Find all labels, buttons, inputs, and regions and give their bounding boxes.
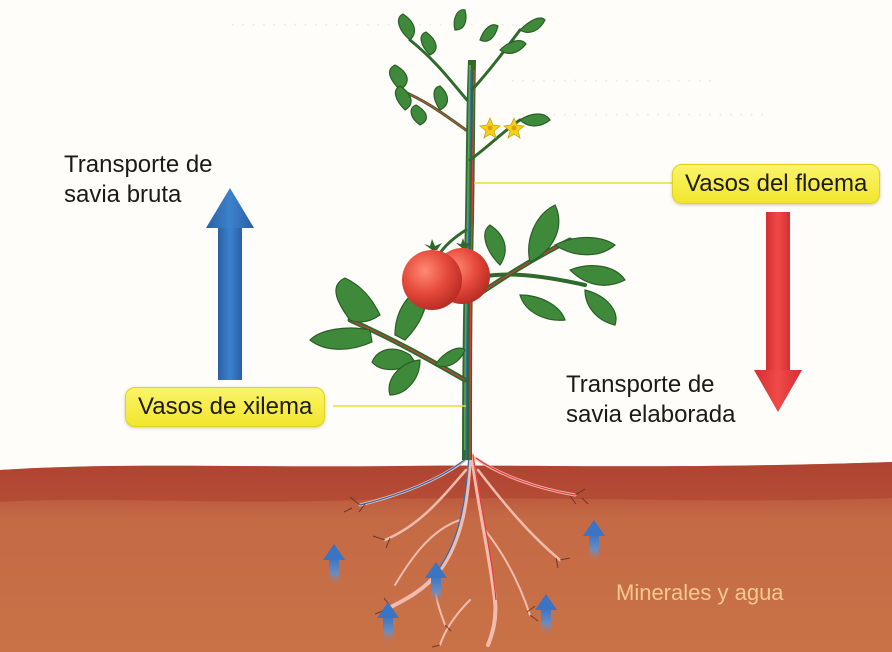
flower (503, 116, 525, 139)
phloem-label: Vasos del floema (672, 164, 881, 204)
elaborated-sap-label-line: savia elaborada (566, 401, 736, 428)
leaf (519, 113, 551, 127)
bleed-through-text: · · · · · · · · · · · · · · · · · · · · (510, 70, 713, 89)
leaf (388, 64, 408, 91)
raw-sap-label-line: savia bruta (64, 181, 182, 208)
soil-label: Minerales y agua (616, 580, 784, 605)
stem-highlight (464, 64, 471, 451)
raw-sap-label-line: Transporte de (64, 151, 213, 178)
tomato (402, 250, 462, 310)
leaf (410, 104, 427, 126)
leaf (499, 40, 527, 54)
leaf (479, 24, 499, 42)
xylem-label: Vasos de xilema (125, 387, 326, 427)
leaf (388, 359, 421, 396)
leaf (484, 224, 506, 266)
root-vessels (359, 454, 576, 601)
leaf (309, 327, 373, 350)
leaf (335, 277, 381, 323)
stem-phloem-line (469, 69, 475, 461)
leaf (397, 13, 416, 41)
leaves (309, 9, 626, 396)
leaf (453, 9, 467, 31)
up-arrow-icon (206, 188, 254, 380)
leaf (420, 31, 437, 56)
leaf (434, 347, 466, 368)
small-up-arrow-icon (377, 602, 399, 644)
topsoil-band (0, 462, 892, 502)
elaborated-sap-label-line: Transporte de (566, 371, 715, 398)
small-up-arrow-icon (323, 544, 345, 586)
leaf (519, 294, 566, 321)
bleed-through-text: · · · · · · · · · · · · · · · · · · · · … (510, 104, 765, 123)
raw-sap-label: Transporte de savia bruta (64, 150, 213, 210)
leaf (528, 204, 560, 263)
leaf (584, 289, 617, 326)
flowers (479, 116, 525, 139)
root-hairs (343, 488, 589, 648)
leaf (394, 85, 412, 111)
tomato-calyx (424, 239, 442, 250)
bleed-through-text: · · · · · · · · · · · · · · · · · · · · … (230, 14, 527, 33)
small-up-arrow-icon (583, 520, 605, 562)
elaborated-sap-label: Transporte de savia elaborada (566, 370, 735, 430)
down-arrow-icon (754, 212, 802, 412)
tomato-calyx (456, 238, 471, 248)
flower (479, 116, 501, 139)
small-up-arrow-icon (535, 594, 557, 636)
tomatoes (402, 238, 490, 310)
stem-xylem-line (465, 69, 472, 461)
leaf (553, 236, 616, 256)
small-up-arrow-icon (425, 562, 447, 604)
leaf (568, 265, 626, 286)
leaf (519, 17, 546, 33)
leaf (433, 85, 449, 111)
